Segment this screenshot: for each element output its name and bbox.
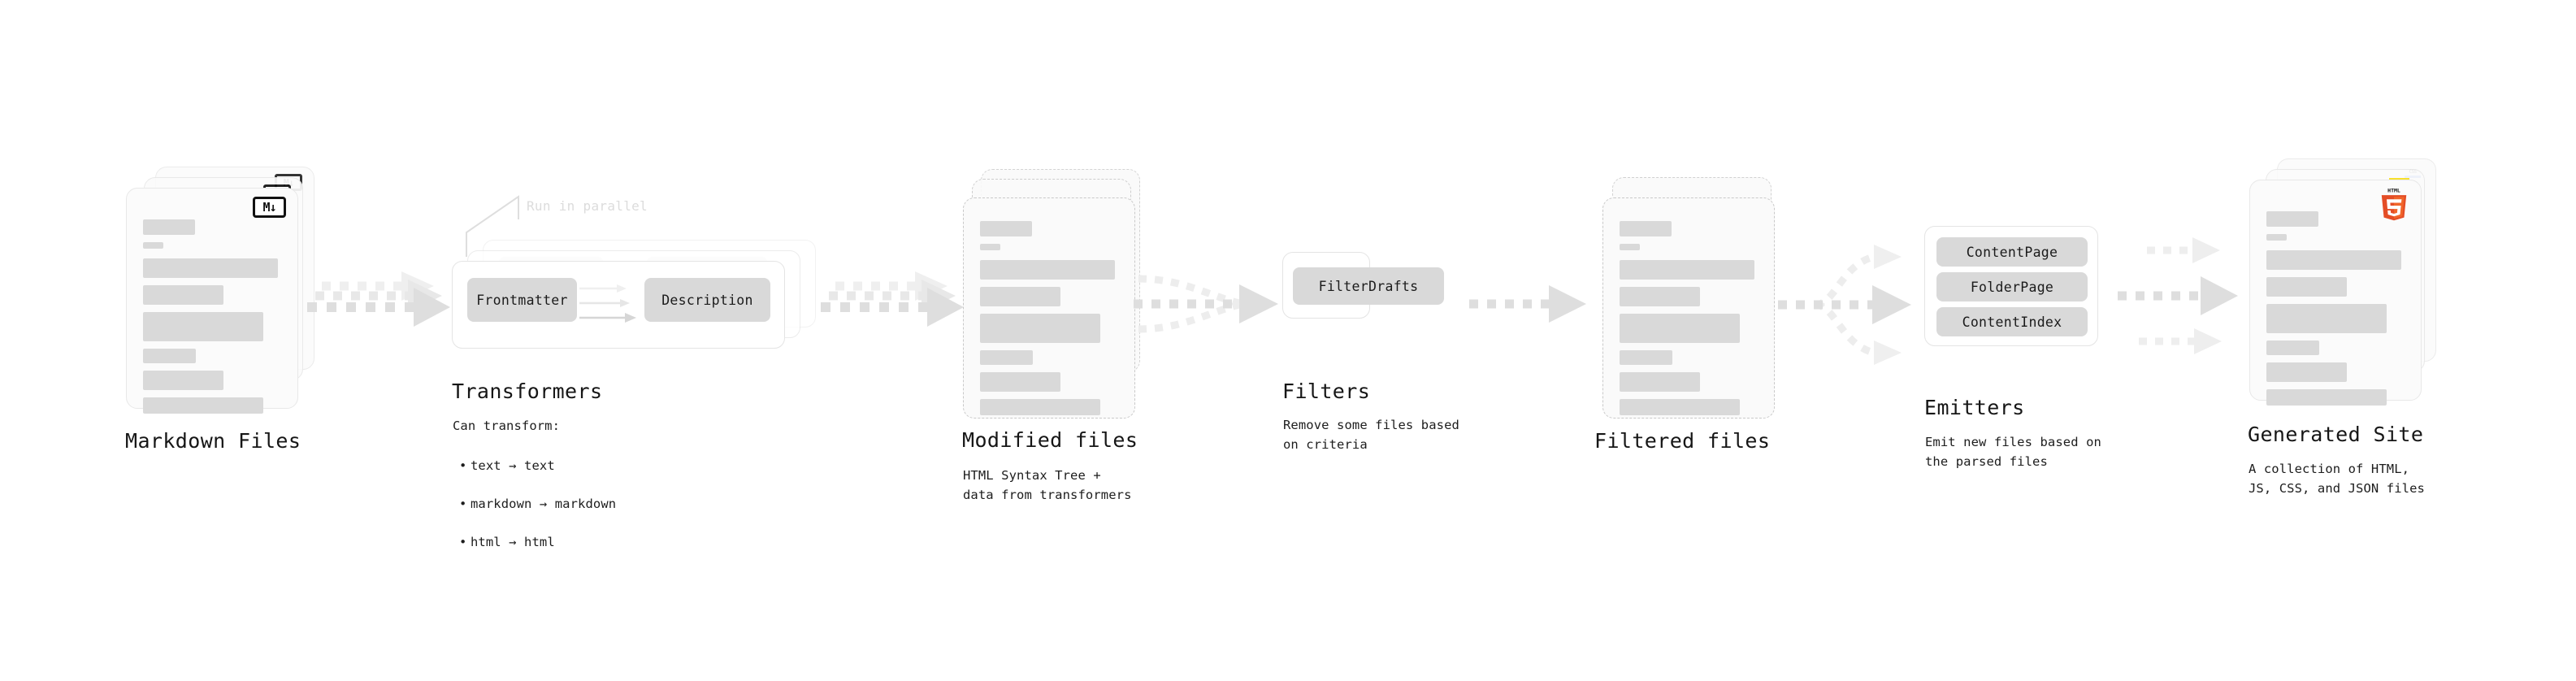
emitter-pill-contentindex[interactable]: ContentIndex	[1936, 307, 2088, 336]
connector-filters-to-filtered	[1469, 285, 1586, 323]
modified-files-title: Modified files	[962, 428, 1138, 452]
connector-modified-to-filters	[1134, 275, 1278, 333]
emitters-title: Emitters	[1924, 396, 2025, 419]
doc-skeleton-lines	[143, 219, 283, 421]
transformers-inner-arrows	[579, 284, 636, 323]
transformers-subtitle: Can transform:	[453, 419, 561, 433]
run-in-parallel-label: Run in parallel	[527, 198, 648, 214]
transformers-title: Transformers	[452, 380, 603, 403]
filters-title: Filters	[1282, 380, 1371, 403]
transform-bullet: html → html	[458, 533, 616, 553]
emitters-subtitle: Emit new files based on the parsed files	[1925, 435, 2101, 469]
emitter-pill-folderpage[interactable]: FolderPage	[1936, 272, 2088, 301]
modified-doc-front	[963, 197, 1135, 419]
filters-box[interactable]: FilterDrafts	[1282, 252, 1444, 319]
markdown-badge-icon: M↓	[253, 197, 286, 218]
markdown-doc-front: M↓	[126, 188, 298, 414]
transformer-pill-description[interactable]: Description	[644, 278, 770, 322]
transformers-bullet-list: text → text markdown → markdown html → h…	[458, 437, 616, 571]
connector-transformers-to-modified	[821, 271, 964, 327]
run-in-parallel-bracket	[466, 195, 519, 257]
filters-subtitle: Remove some files based on criteria	[1283, 418, 1459, 452]
transformer-pill-frontmatter[interactable]: Frontmatter	[467, 278, 577, 322]
doc-skeleton-lines	[980, 221, 1120, 423]
emitters-box[interactable]: ContentPage FolderPage ContentIndex	[1924, 226, 2098, 346]
doc-skeleton-lines	[1620, 221, 1759, 423]
filter-pill-filterdrafts[interactable]: FilterDrafts	[1293, 267, 1444, 305]
connector-md-to-transformers	[307, 271, 450, 327]
generated-site-subtitle: A collection of HTML, JS, CSS, and JSON …	[2249, 462, 2425, 496]
filtered-doc-front	[1602, 197, 1775, 419]
modified-files-subtitle: HTML Syntax Tree + data from transformer…	[963, 468, 1132, 502]
transformers-box-front[interactable]: Frontmatter Description	[452, 261, 785, 349]
svg-text:HTML: HTML	[2387, 188, 2400, 194]
generated-doc-front-html: HTML	[2249, 180, 2422, 406]
connector-filtered-to-emitters	[1778, 245, 1911, 365]
filtered-files-title: Filtered files	[1594, 429, 1771, 453]
connector-emitters-to-site	[2118, 237, 2238, 354]
html5-badge-icon: HTML	[2381, 188, 2407, 221]
doc-skeleton-lines	[2266, 211, 2406, 413]
generated-site-title: Generated Site	[2248, 423, 2424, 446]
emitter-pill-contentpage[interactable]: ContentPage	[1936, 237, 2088, 267]
transform-bullet: markdown → markdown	[458, 495, 616, 514]
markdown-files-title: Markdown Files	[125, 429, 301, 453]
transform-bullet: text → text	[458, 457, 616, 476]
